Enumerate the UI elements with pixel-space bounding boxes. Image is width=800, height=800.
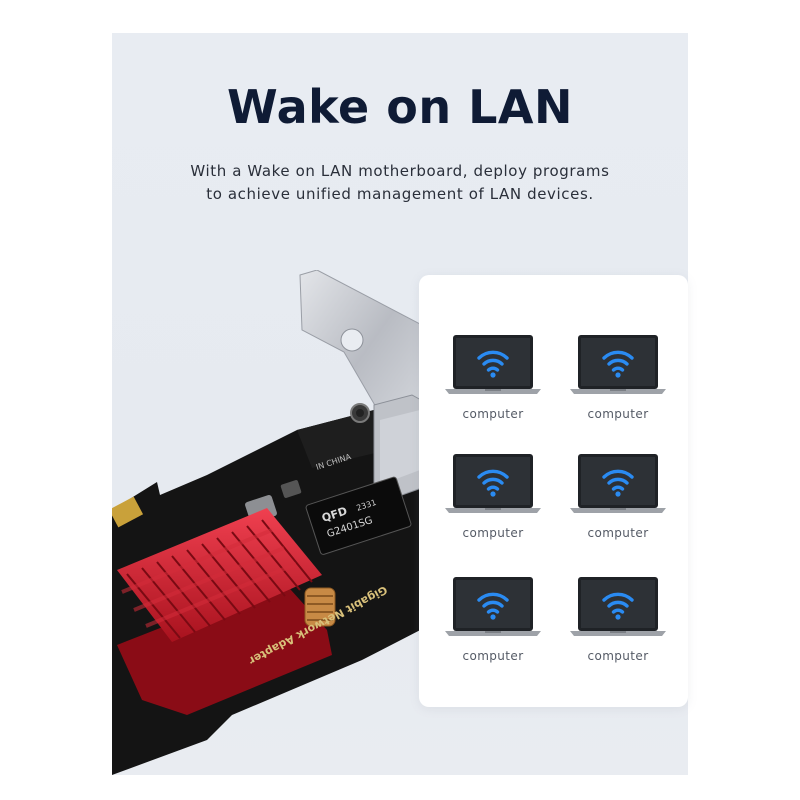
device-computer: computer <box>570 575 666 663</box>
device-label: computer <box>587 649 649 663</box>
device-computer: computer <box>445 575 541 663</box>
laptop-icon <box>445 335 541 394</box>
laptop-icon <box>445 577 541 636</box>
subtitle-line-1: With a Wake on LAN motherboard, deploy p… <box>190 162 610 180</box>
laptop-icon <box>445 454 541 513</box>
wifi-icon <box>477 469 509 491</box>
wifi-icon <box>602 350 634 372</box>
wifi-icon <box>602 592 634 614</box>
subtitle-line-2: to achieve unified management of LAN dev… <box>206 185 594 203</box>
device-computer: computer <box>570 452 666 540</box>
laptop-icon <box>570 577 666 636</box>
device-label: computer <box>462 407 524 421</box>
page-subtitle: With a Wake on LAN motherboard, deploy p… <box>0 160 800 206</box>
laptop-icon <box>570 454 666 513</box>
laptop-icon <box>570 335 666 394</box>
page-title: Wake on LAN <box>227 80 573 134</box>
wifi-icon <box>602 469 634 491</box>
heatsink <box>117 508 336 715</box>
device-label: computer <box>462 649 524 663</box>
device-computer: computer <box>445 333 541 421</box>
device-label: computer <box>587 407 649 421</box>
wifi-icon <box>477 350 509 372</box>
network-adapter-image: QFD 2331 G2401SG IN CHINA <box>112 270 431 775</box>
device-computer: computer <box>570 333 666 421</box>
device-label: computer <box>587 526 649 540</box>
controller-chip: QFD 2331 G2401SG <box>305 476 412 555</box>
device-label: computer <box>462 526 524 540</box>
wifi-icon <box>477 592 509 614</box>
device-computer: computer <box>445 452 541 540</box>
